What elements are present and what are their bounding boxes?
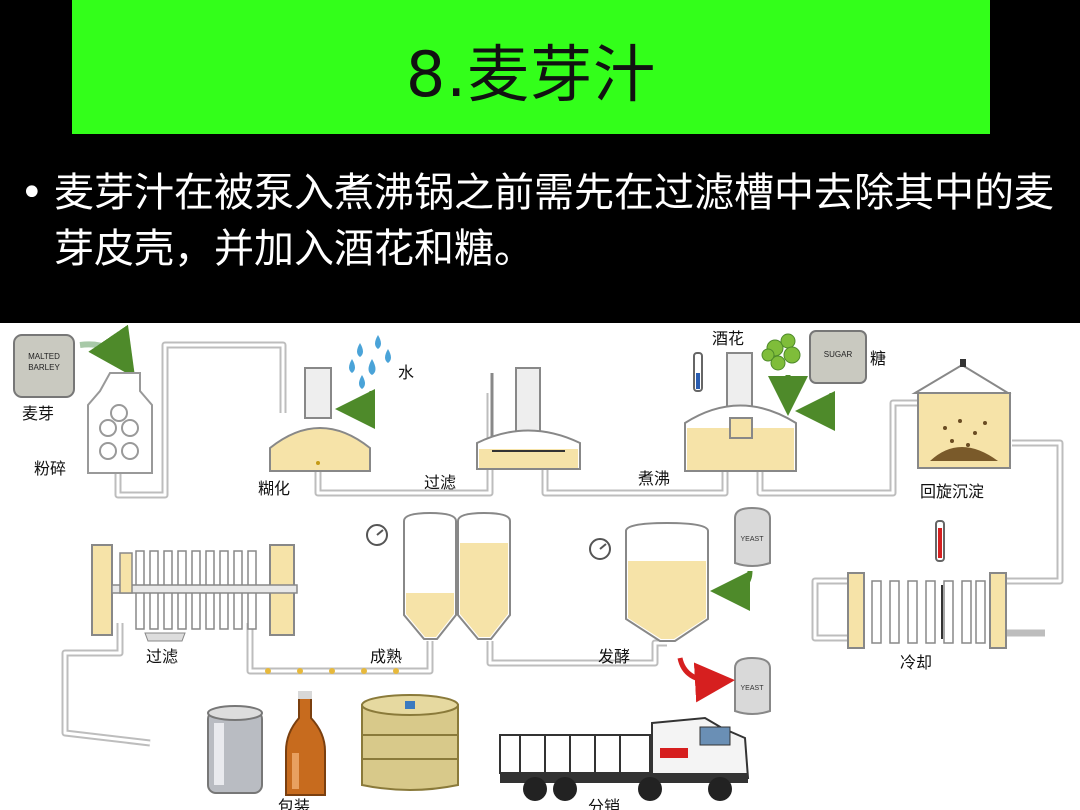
sugar-sack: SUGAR bbox=[809, 330, 867, 384]
label-package: 包装 bbox=[278, 797, 311, 810]
title-bar: 8.麦芽汁 bbox=[72, 0, 990, 134]
water-drops-icon bbox=[349, 335, 391, 389]
process-drawing: MALTED BARLEY bbox=[13, 324, 1064, 801]
mash-tun bbox=[269, 367, 371, 472]
delivery-truck bbox=[499, 716, 750, 801]
label-mature: 成熟 bbox=[370, 647, 403, 666]
beer-can bbox=[207, 705, 263, 794]
svg-text:SUGAR: SUGAR bbox=[824, 350, 853, 359]
heat-exchanger bbox=[847, 520, 1007, 649]
label-mill: 粉碎 bbox=[34, 459, 67, 478]
yeast-container-out: YEAST bbox=[734, 656, 771, 715]
filter-press bbox=[91, 544, 298, 642]
label-lauter: 过滤 bbox=[424, 473, 457, 492]
label-whirlpool: 回旋沉淀 bbox=[920, 482, 985, 501]
label-hops: 酒花 bbox=[712, 329, 745, 348]
label-cool: 冷却 bbox=[900, 653, 933, 672]
svg-text:YEAST: YEAST bbox=[741, 685, 765, 692]
bullet-text: 麦芽汁在被泵入煮沸锅之前需先在过滤槽中去除其中的麦芽皮壳，并加入酒花和糖。 bbox=[54, 170, 1054, 272]
label-water: 水 bbox=[398, 363, 415, 382]
brew-kettle bbox=[684, 352, 797, 472]
label-malt: 麦芽 bbox=[22, 404, 55, 423]
fermentation-tank bbox=[589, 521, 709, 642]
label-boil: 煮沸 bbox=[638, 469, 671, 488]
lauter-tun bbox=[476, 367, 581, 470]
slide-title: 8.麦芽汁 bbox=[405, 38, 657, 111]
label-filter: 过滤 bbox=[146, 647, 179, 666]
maturation-tanks bbox=[366, 511, 511, 640]
svg-text:YEAST: YEAST bbox=[741, 536, 765, 543]
beer-bottle bbox=[285, 691, 326, 796]
hops-icon bbox=[761, 333, 801, 371]
label-mash: 糊化 bbox=[258, 479, 291, 498]
yeast-container-in: YEAST bbox=[734, 506, 771, 567]
label-ferment: 发酵 bbox=[598, 647, 631, 666]
bullet-icon: • bbox=[20, 170, 44, 216]
whirlpool-tank bbox=[911, 359, 1012, 469]
mill bbox=[87, 372, 153, 474]
label-sugar: 糖 bbox=[870, 349, 887, 368]
beer-keg bbox=[361, 694, 459, 791]
malt-sack: MALTED BARLEY bbox=[13, 334, 75, 398]
svg-text:BARLEY: BARLEY bbox=[28, 363, 60, 372]
brewing-process-diagram: MALTED BARLEY bbox=[0, 323, 1080, 810]
svg-text:MALTED: MALTED bbox=[28, 352, 60, 361]
label-distribute: 分销 bbox=[588, 797, 621, 810]
